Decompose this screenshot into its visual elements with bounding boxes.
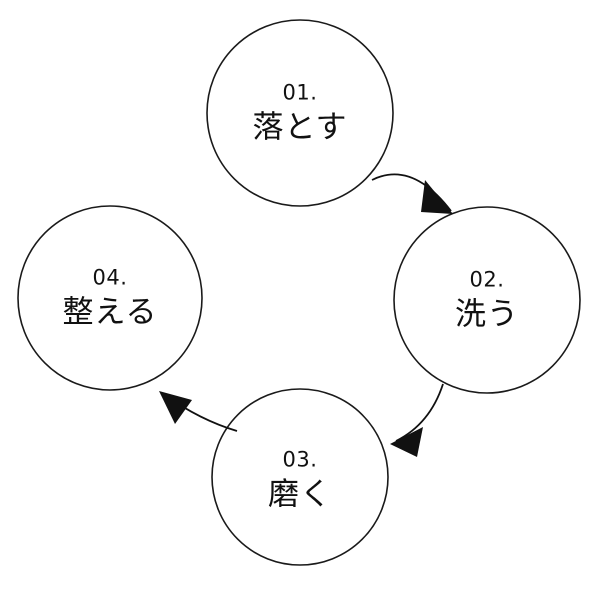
- arrow-step2-to-step3: [390, 383, 444, 457]
- node-label-step-2[interactable]: 02. 洗う: [455, 267, 519, 333]
- arrow-step1-to-step2: [371, 173, 453, 214]
- arrows-group: [159, 173, 453, 457]
- node-label-step-4[interactable]: 04. 整える: [62, 265, 158, 331]
- node-title-step-1: 落とす: [252, 109, 348, 146]
- node-circles-group: [17, 19, 581, 566]
- node-index-step-2: 02.: [469, 267, 505, 292]
- node-label-step-1[interactable]: 01. 落とす: [252, 80, 348, 146]
- node-circle-step-1[interactable]: [206, 19, 394, 207]
- node-circle-step-3[interactable]: [211, 388, 389, 566]
- arrowhead-step2-to-step3: [390, 427, 423, 457]
- arrowhead-step1-to-step2: [421, 180, 453, 214]
- node-title-step-2: 洗う: [455, 296, 519, 333]
- arrow-step3-to-step4: [159, 391, 238, 432]
- node-circle-step-4[interactable]: [17, 205, 203, 391]
- node-title-step-4: 整える: [62, 294, 158, 331]
- node-title-step-3: 磨く: [268, 476, 332, 513]
- node-label-step-3[interactable]: 03. 磨く: [268, 447, 332, 513]
- node-index-step-3: 03.: [282, 447, 318, 472]
- node-index-step-1: 01.: [282, 80, 318, 105]
- node-index-step-4: 04.: [92, 265, 128, 290]
- node-circle-step-2[interactable]: [393, 206, 581, 394]
- arrowhead-step3-to-step4: [159, 391, 192, 424]
